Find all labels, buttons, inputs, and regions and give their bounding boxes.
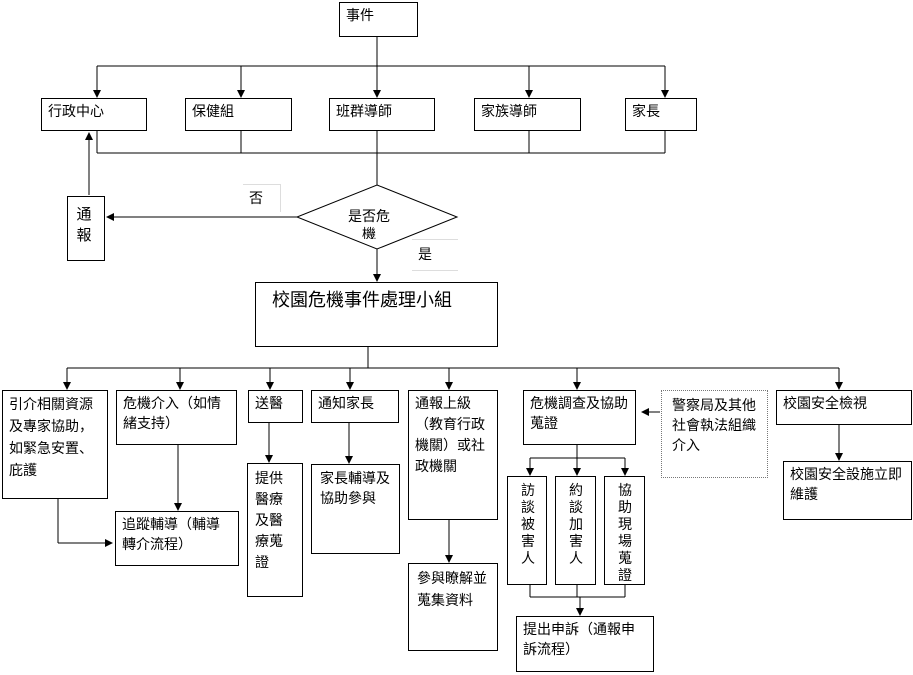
medical-box: 提供醫療及醫療蒐證 (247, 463, 303, 597)
appeal-box: 提出申訴（通報申訴流程） (516, 616, 654, 672)
scene-evidence-text: 協助現場蒐證 (618, 483, 632, 584)
interview-offender-text: 約談加害人 (569, 483, 583, 567)
hospital-box: 送醫 (248, 390, 303, 423)
police-box: 警察局及其他社會執法組織介入 (661, 390, 768, 478)
report-up-box: 通報上級（教育行政機關）或社政機關 (408, 390, 498, 520)
decision-text: 是否危機 (348, 209, 390, 239)
report-text: 通報 (76, 205, 92, 244)
no-label: 否 (243, 184, 281, 212)
event-box: 事件 (339, 2, 418, 37)
homeroom-teacher-box: 班群導師 (329, 98, 435, 131)
interview-offender-box: 約談加害人 (555, 476, 596, 585)
notify-parents-box: 通知家長 (311, 390, 399, 423)
family-tutor-box: 家族導師 (474, 98, 581, 131)
admin-center-box: 行政中心 (41, 98, 147, 131)
investigation-box: 危機調查及協助蒐證 (523, 390, 636, 445)
safety-check-box: 校園安全檢視 (776, 390, 912, 425)
scene-evidence-box: 協助現場蒐證 (604, 476, 645, 585)
parents-box: 家長 (625, 98, 697, 131)
yes-label: 是 (412, 239, 458, 271)
decision-diamond (295, 184, 459, 250)
interview-victim-box: 訪談被害人 (507, 476, 547, 585)
safety-repair-box: 校園安全設施立即維護 (783, 461, 912, 520)
referral-box: 引介相關資源及專家協助，如緊急安置、庇護 (2, 390, 108, 499)
followup-box: 追蹤輔導（輔導轉介流程） (115, 511, 239, 566)
report-box: 通報 (67, 196, 105, 261)
parent-counsel-box: 家長輔導及協助參與 (311, 464, 400, 554)
interview-victim-text: 訪談被害人 (521, 483, 535, 567)
medical-text: 提供醫療及醫療蒐證 (255, 471, 283, 571)
health-team-box: 保健組 (185, 98, 292, 131)
collect-data-box: 參與瞭解並蒐集資料 (408, 563, 498, 651)
crisis-team-box: 校園危機事件處理小組 (255, 282, 498, 347)
intervention-box: 危機介入（如情緒支持） (116, 390, 237, 445)
